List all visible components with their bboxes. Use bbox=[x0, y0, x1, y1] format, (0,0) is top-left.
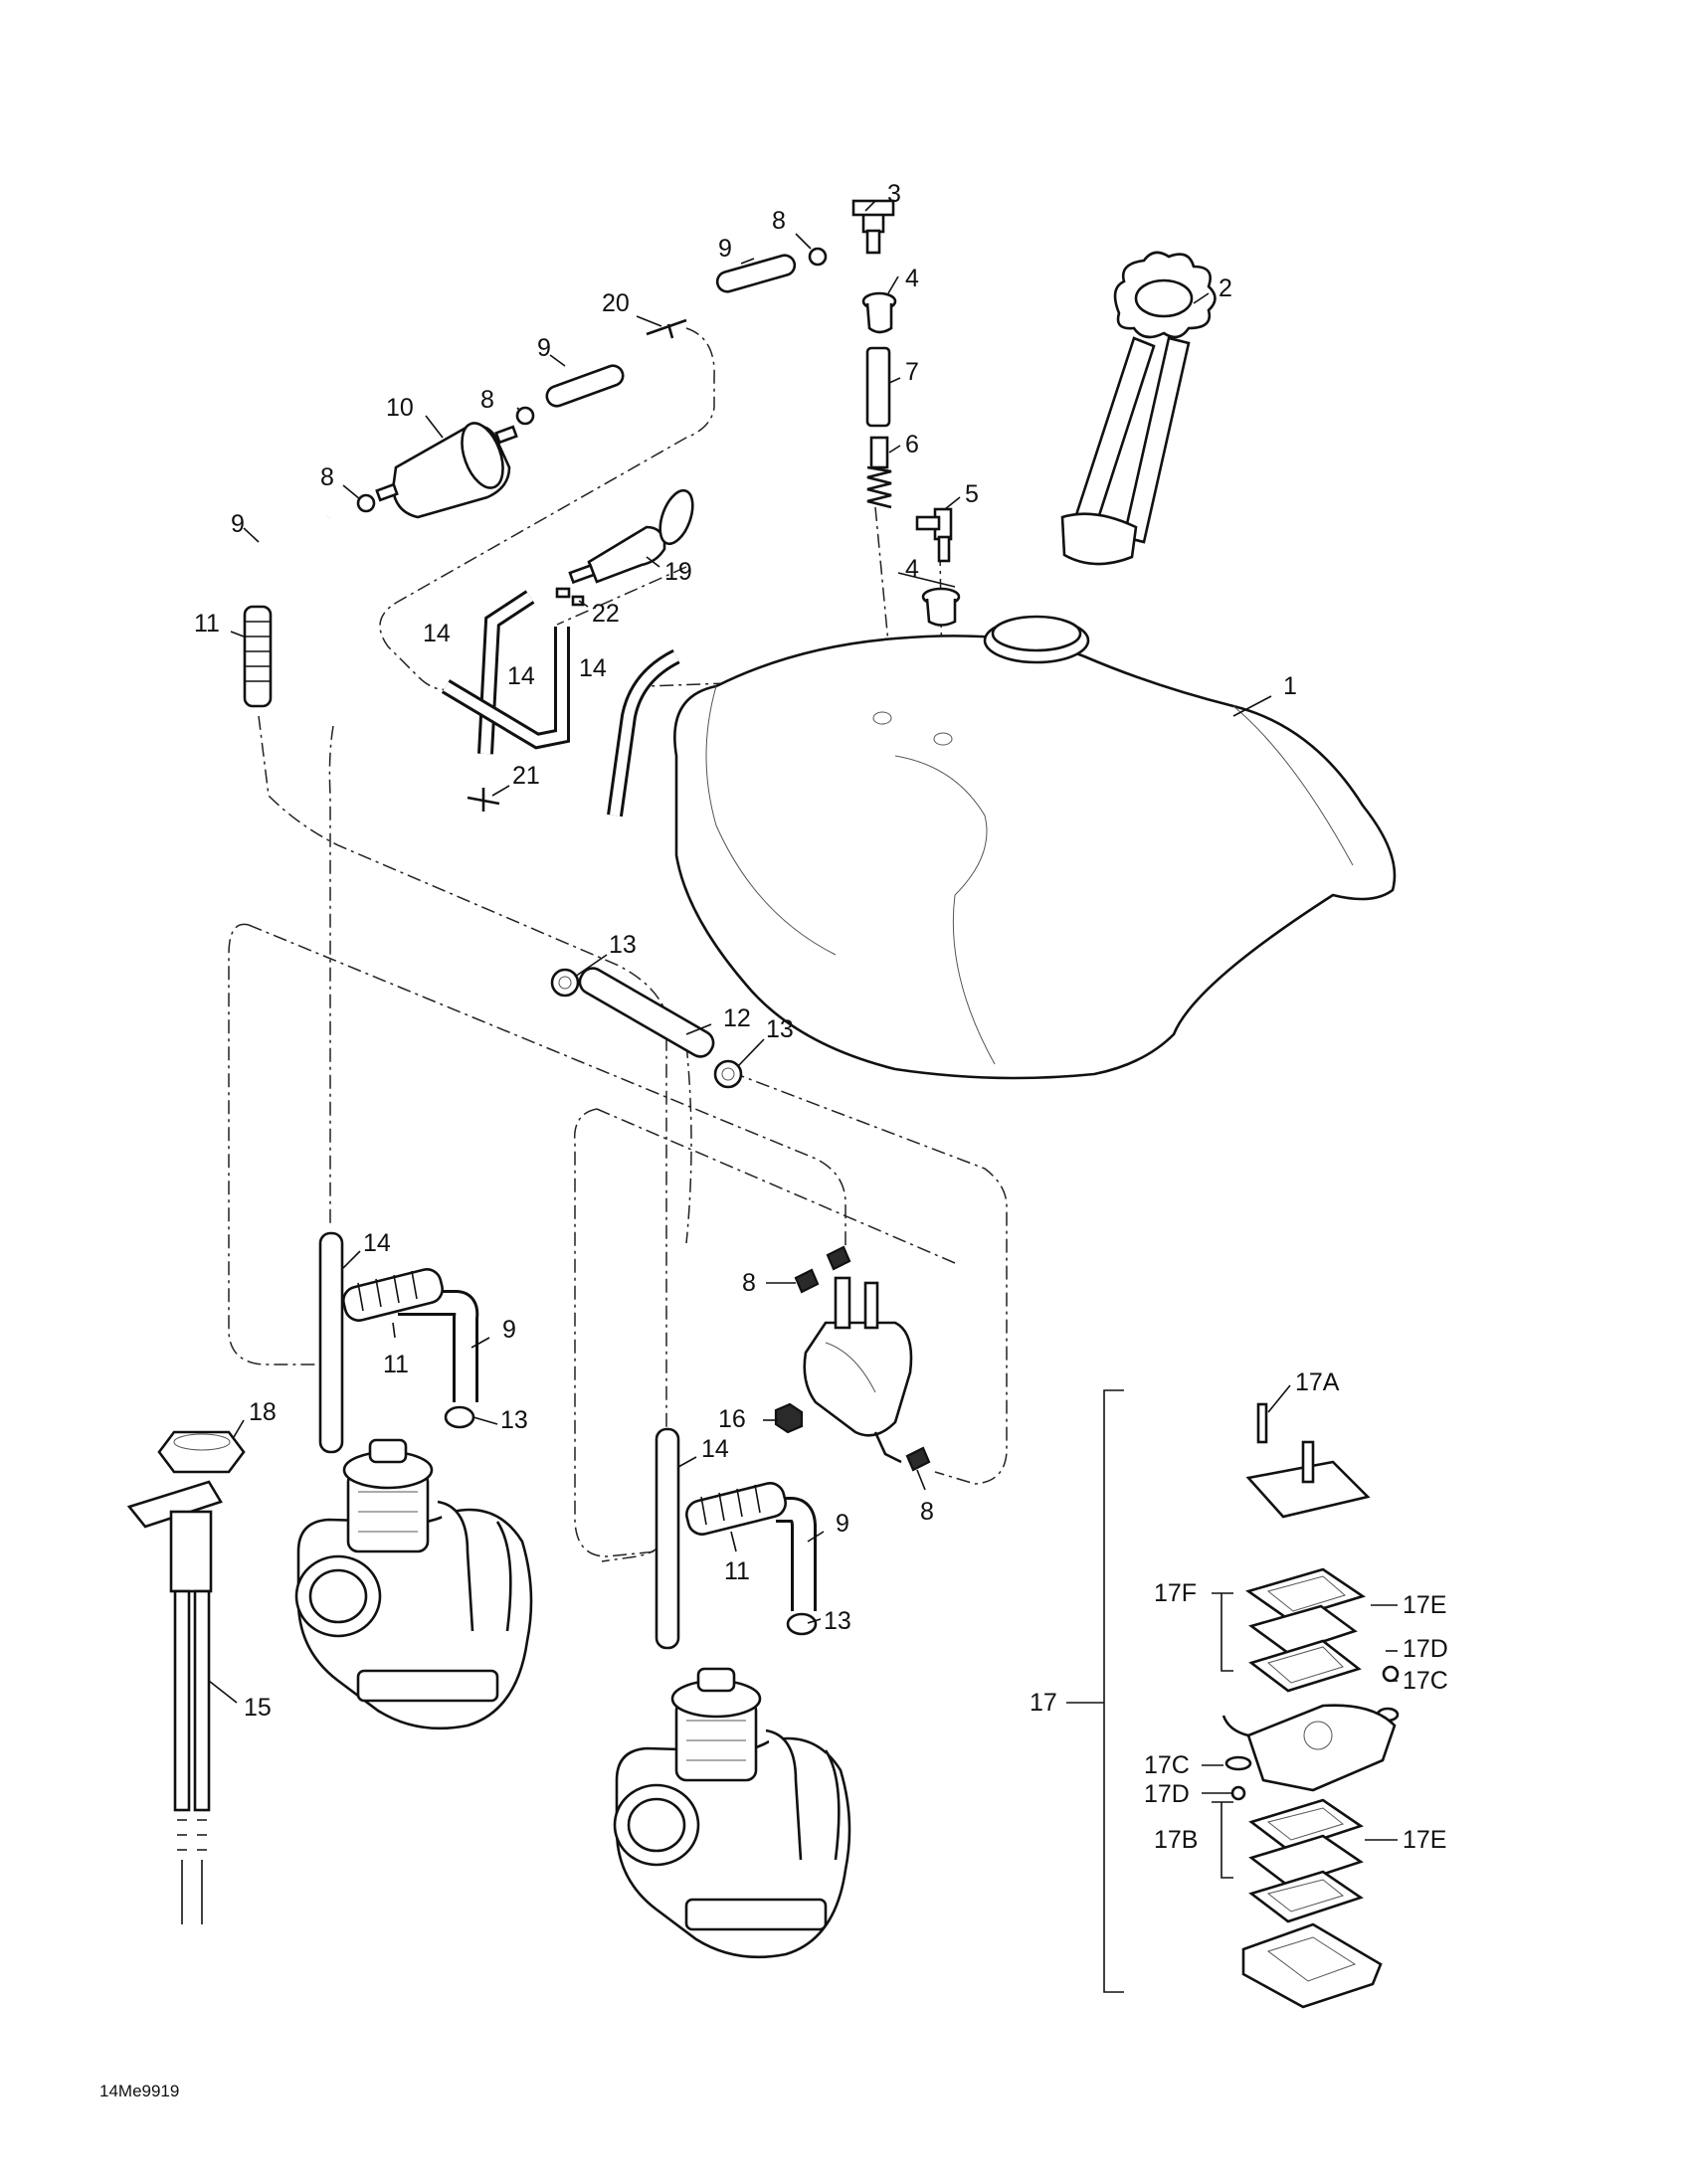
diagram-code: 14Me9919 bbox=[99, 2082, 179, 2100]
clamp-crossover-upper bbox=[550, 968, 580, 998]
elbow-fitting bbox=[851, 199, 895, 255]
vent-hose-c bbox=[607, 648, 680, 818]
callout-10: 10 bbox=[386, 394, 414, 422]
hose-clip-pump-bottom bbox=[905, 1446, 931, 1472]
callout-4-lower: 4 bbox=[905, 555, 919, 583]
pump-kit-bracket bbox=[1066, 1389, 1124, 1993]
hose-clip-top bbox=[808, 247, 828, 267]
pump-kit-exploded bbox=[1221, 1402, 1400, 2009]
bellows-hose-top bbox=[243, 605, 273, 708]
callout-8-pump-bottom: 8 bbox=[920, 1498, 934, 1526]
carburetor-right bbox=[613, 1667, 851, 1959]
callout-8-left: 8 bbox=[320, 463, 334, 491]
throttle-cable bbox=[126, 1480, 223, 1924]
bellows-hose-right bbox=[685, 1482, 787, 1536]
carburetor-left bbox=[294, 1438, 533, 1730]
callout-17b: 17B bbox=[1154, 1826, 1198, 1854]
tee-fitting-lower bbox=[467, 788, 500, 812]
clamp-carb-right bbox=[786, 1612, 818, 1636]
callout-13-crossover-lower: 13 bbox=[766, 1015, 794, 1043]
callout-8-top: 8 bbox=[772, 207, 786, 235]
callout-9-carb-left: 9 bbox=[502, 1316, 516, 1344]
callout-14-carb-right: 14 bbox=[701, 1435, 729, 1463]
callout-11-carb-left: 11 bbox=[383, 1351, 409, 1378]
callout-labels: 1 2 3 4 4 5 6 7 8 8 8 8 8 9 9 9 9 9 10 1… bbox=[99, 180, 1448, 2100]
callout-17e-lower: 17E bbox=[1403, 1826, 1446, 1854]
clamp-crossover-lower bbox=[713, 1059, 743, 1089]
callout-6: 6 bbox=[905, 431, 919, 458]
grommet-lower bbox=[921, 587, 961, 627]
hose-clip-pump-top bbox=[794, 1245, 851, 1294]
callout-3: 3 bbox=[887, 180, 901, 208]
callout-11-top: 11 bbox=[194, 610, 220, 637]
callout-21: 21 bbox=[512, 762, 540, 790]
hose-clip-left bbox=[356, 493, 376, 513]
hose-carb-right bbox=[776, 1497, 817, 1611]
callout-15: 15 bbox=[244, 1694, 272, 1722]
lock-nut bbox=[157, 1430, 246, 1474]
callout-9-left: 9 bbox=[231, 510, 245, 538]
callout-12: 12 bbox=[723, 1004, 751, 1032]
callout-16: 16 bbox=[718, 1405, 746, 1433]
callout-17d-lower: 17D bbox=[1144, 1780, 1190, 1808]
fuel-tank bbox=[673, 615, 1397, 1080]
callout-9-top: 9 bbox=[718, 235, 732, 263]
callout-5: 5 bbox=[965, 480, 979, 508]
vent-hose-carb-left bbox=[318, 1231, 344, 1454]
fuel-level-sender bbox=[1060, 251, 1217, 566]
hose-carb-left bbox=[398, 1290, 479, 1402]
callout-14-carb-left: 14 bbox=[363, 1229, 391, 1257]
bellows-hose-left bbox=[342, 1268, 444, 1322]
callout-17d-upper: 17D bbox=[1403, 1635, 1448, 1663]
leader-lines bbox=[208, 200, 1398, 1879]
callout-17f: 17F bbox=[1154, 1579, 1197, 1607]
callout-17c-lower: 17C bbox=[1144, 1751, 1190, 1779]
pickup-fitting bbox=[915, 507, 953, 563]
callout-8-pump-top: 8 bbox=[742, 1269, 756, 1297]
callout-11-carb-right: 11 bbox=[724, 1557, 750, 1585]
hose-clip-filter bbox=[515, 406, 535, 426]
callout-17e-upper: 17E bbox=[1403, 1591, 1446, 1619]
callout-13-carb-left: 13 bbox=[500, 1406, 528, 1434]
callout-9-carb-right: 9 bbox=[836, 1510, 849, 1538]
vent-hose-carb-right bbox=[655, 1427, 680, 1650]
callout-18: 18 bbox=[249, 1398, 277, 1426]
callout-2: 2 bbox=[1219, 274, 1232, 302]
callout-13-crossover-upper: 13 bbox=[609, 931, 637, 959]
callout-22: 22 bbox=[592, 600, 620, 628]
callout-19: 19 bbox=[664, 558, 692, 586]
check-valve bbox=[555, 587, 585, 607]
tee-fitting-upper bbox=[646, 318, 687, 339]
crossover-hose bbox=[578, 967, 715, 1058]
callout-7: 7 bbox=[905, 358, 919, 386]
callout-17: 17 bbox=[1030, 1689, 1057, 1717]
clamp-carb-left bbox=[444, 1405, 475, 1429]
grommet-upper bbox=[861, 291, 897, 334]
fuel-pump bbox=[803, 1276, 913, 1464]
callout-4-upper: 4 bbox=[905, 265, 919, 292]
callout-1: 1 bbox=[1283, 672, 1297, 700]
callout-13-carb-right: 13 bbox=[824, 1607, 851, 1635]
callout-17a: 17A bbox=[1295, 1368, 1340, 1396]
spring-filter bbox=[866, 436, 892, 509]
callout-8-filter: 8 bbox=[480, 386, 494, 414]
pickup-tube bbox=[865, 346, 891, 428]
callout-17c-upper: 17C bbox=[1403, 1667, 1448, 1695]
callout-20: 20 bbox=[602, 289, 630, 317]
callout-14-a: 14 bbox=[423, 620, 451, 647]
hose-top bbox=[715, 254, 797, 293]
hose-filter-inlet bbox=[545, 364, 625, 408]
pump-nut bbox=[774, 1402, 804, 1434]
callout-9-filter: 9 bbox=[537, 334, 551, 362]
primer-bulb bbox=[568, 488, 694, 585]
callout-14-c: 14 bbox=[579, 654, 607, 682]
callout-14-b: 14 bbox=[507, 662, 535, 690]
vent-hose-b bbox=[441, 627, 570, 750]
fuel-filter bbox=[375, 422, 518, 519]
